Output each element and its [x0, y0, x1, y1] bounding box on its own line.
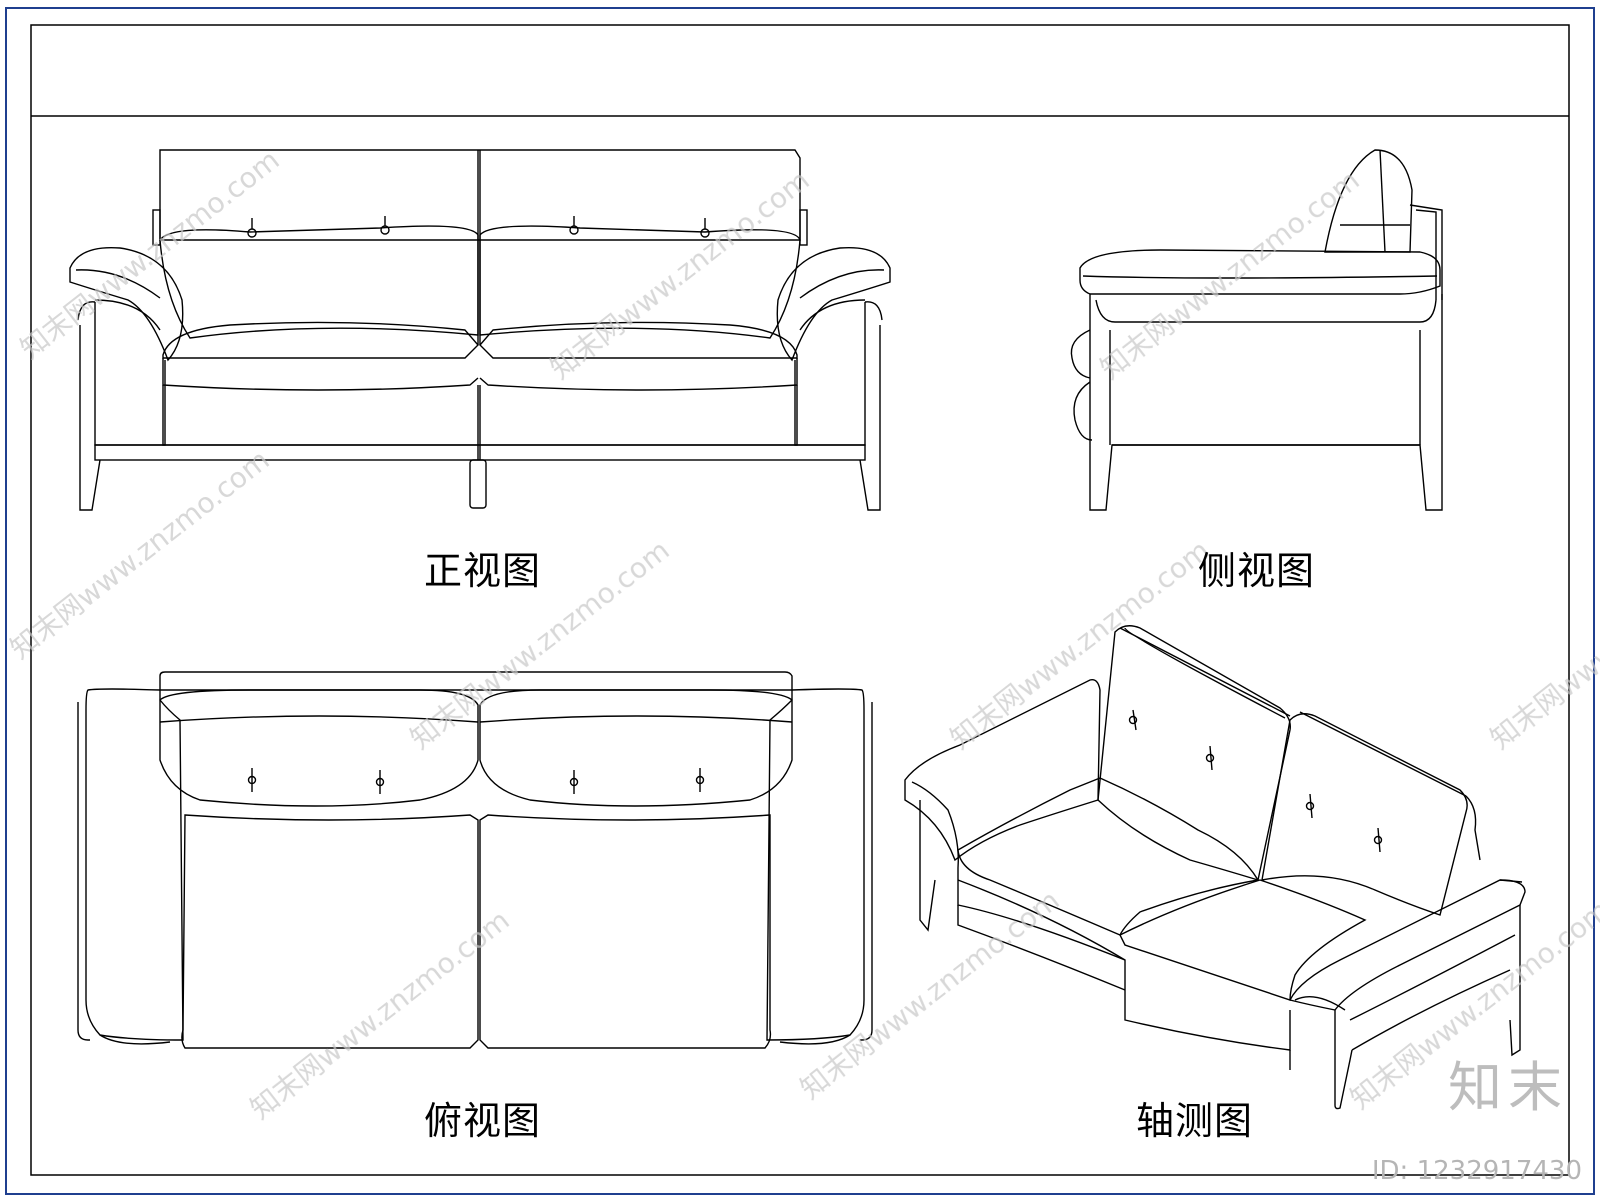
- watermark-text: 知末网www.znzmo.com: [1094, 163, 1366, 385]
- sheet-inner-frame: [30, 24, 1570, 1176]
- front-view-label: 正视图: [424, 549, 542, 593]
- top-view-drawing: [77, 671, 873, 1049]
- watermark-layer: 知末网www.znzmo.com 知末网www.znzmo.com 知末网www…: [4, 143, 1600, 1125]
- axonometric-view-drawing: [904, 625, 1526, 1110]
- side-view-drawing: [1070, 149, 1443, 511]
- side-view-label: 侧视图: [1198, 549, 1316, 593]
- brand-watermark: 知末: [1448, 1056, 1568, 1119]
- sheet-outer-border: [5, 7, 1595, 1195]
- watermark-text: 知末网www.znzmo.com: [4, 443, 276, 665]
- watermark-text: 知末网www.znzmo.com: [544, 163, 816, 385]
- axonometric-view-label: 轴测图: [1136, 1099, 1254, 1143]
- watermark-text: 知末网www.znzmo.com: [944, 533, 1216, 755]
- watermark-text: 知末网www.znzmo.com: [1484, 533, 1600, 755]
- top-view-label: 俯视图: [424, 1099, 542, 1143]
- asset-id-label: ID: 1232917430: [1371, 1156, 1582, 1186]
- front-view-drawing: [69, 149, 891, 511]
